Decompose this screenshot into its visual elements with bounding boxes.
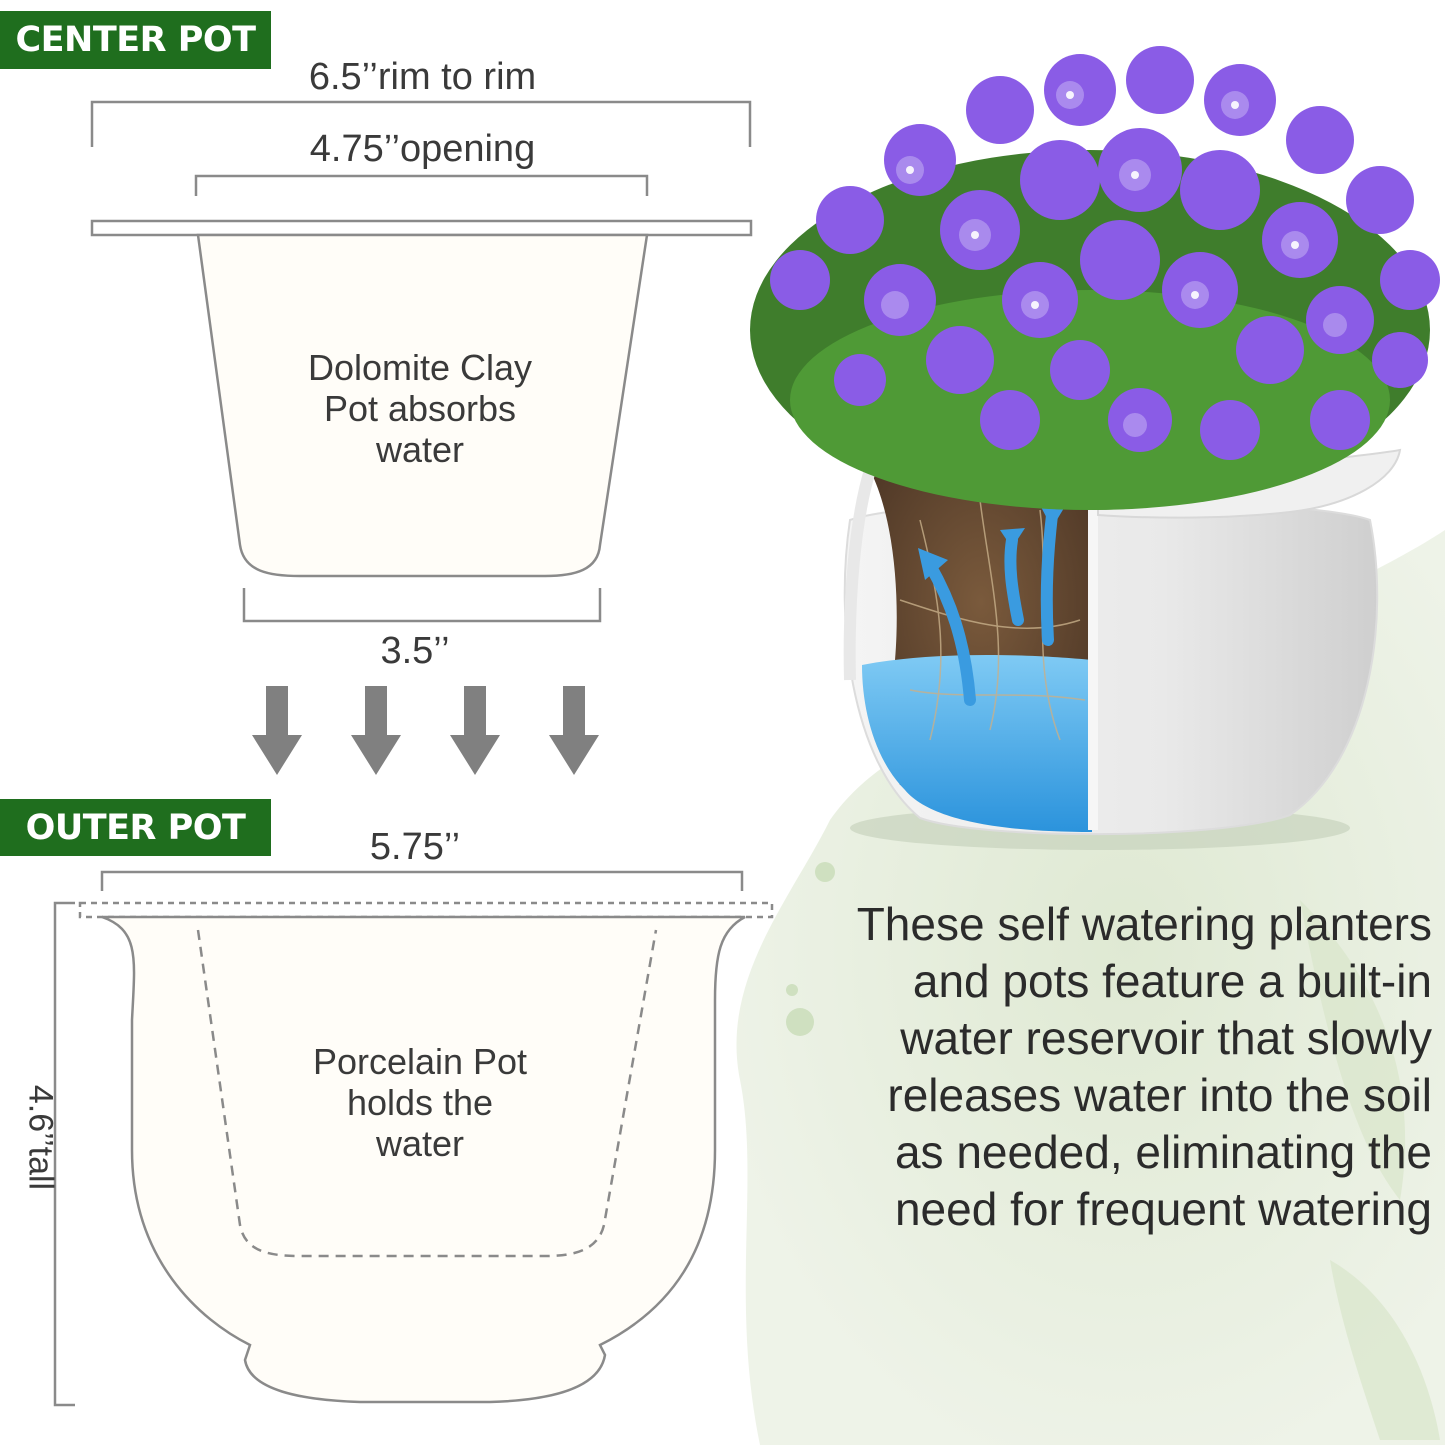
down-arrow-icon (450, 686, 500, 775)
base-dimension: 3.5’’ (380, 630, 450, 672)
down-arrow-group (252, 686, 599, 775)
down-arrow-icon (351, 686, 401, 775)
center-pot-label: Dolomite Clay Pot absorbs water (250, 347, 590, 470)
outer-pot-label: Porcelain Pot holds the water (250, 1041, 590, 1164)
water-wick-arrow-icon (924, 509, 1058, 706)
outer-pot-dimension-lines (53, 870, 744, 1407)
opening-dimension: 4.75’’opening (309, 128, 536, 170)
description-line: These self watering planters (856, 898, 1432, 950)
outer-pot-label-line: water (375, 1123, 465, 1164)
description-line: water reservoir that slowly (900, 1012, 1432, 1064)
down-arrow-icon (549, 686, 599, 775)
description-line: releases water into the soil (887, 1069, 1432, 1121)
center-pot-label-line: Pot absorbs (323, 388, 517, 429)
description-line: as needed, eliminating the (894, 1126, 1432, 1178)
flower-cluster (770, 46, 1440, 460)
planter-photo-illustration (750, 46, 1440, 850)
center-pot-drawing (90, 219, 753, 578)
center-pot-label-line: Dolomite Clay (307, 347, 533, 388)
center-pot-dimension-lines (90, 100, 752, 623)
rim-to-rim-dimension: 6.5’’rim to rim (308, 56, 537, 98)
height-dimension: 4.6’’tall (21, 1084, 60, 1191)
product-description: These self watering planters and pots fe… (770, 896, 1432, 1238)
down-arrow-icon (252, 686, 302, 775)
outer-pot-badge: OUTER POT (0, 799, 271, 856)
description-line: and pots feature a built-in (912, 955, 1432, 1007)
center-pot-label-line: water (375, 429, 465, 470)
outer-pot-label-line: Porcelain Pot (312, 1041, 528, 1082)
center-pot-badge: CENTER POT (0, 11, 271, 69)
outer-pot-label-line: holds the (346, 1082, 494, 1123)
outer-width-dimension: 5.75’’ (369, 826, 461, 868)
description-line: need for frequent watering (894, 1183, 1432, 1235)
outer-pot-drawing (78, 901, 774, 1404)
